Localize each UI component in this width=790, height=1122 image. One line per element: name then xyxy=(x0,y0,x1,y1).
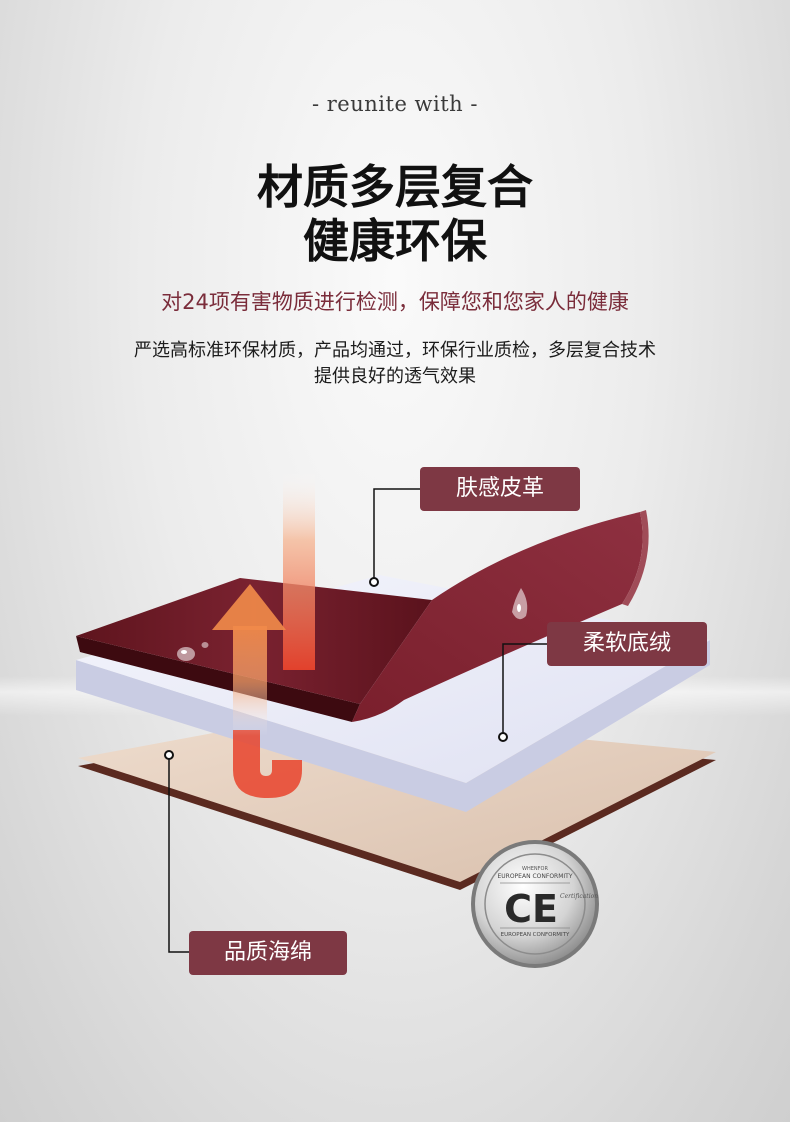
highlight-text: 对24项有害物质进行检测，保障您和您家人的健康 xyxy=(161,290,629,314)
leather-label: 肤感皮革 xyxy=(420,467,580,511)
description-line-1: 严选高标准环保材质，产品均通过，环保行业质检，多层复合技术 xyxy=(134,340,656,361)
english-subtitle: - reunite with - xyxy=(312,92,478,116)
ce-badge-icon: WHENFOR EUROPEAN CONFORMITY CE Certifica… xyxy=(471,840,599,968)
water-drop-icon xyxy=(177,642,209,661)
ce-bottom-text: EUROPEAN CONFORMITY xyxy=(501,932,570,938)
ce-top-text-2: EUROPEAN CONFORMITY xyxy=(497,873,572,880)
description: 严选高标准环保材质，产品均通过，环保行业质检，多层复合技术 提供良好的透气效果 xyxy=(60,338,730,390)
ce-mark: CE xyxy=(504,887,558,931)
ce-top-text-1: WHENFOR xyxy=(522,866,548,872)
velvet-label: 柔软底绒 xyxy=(547,622,707,666)
title-line-1: 材质多层复合 xyxy=(257,160,533,214)
leather-leader-line xyxy=(369,488,420,587)
description-line-2: 提供良好的透气效果 xyxy=(314,366,476,387)
velvet-leader-line xyxy=(498,643,547,742)
title-line-2: 健康环保 xyxy=(303,214,487,268)
water-drop-icon xyxy=(512,588,528,620)
heat-arrow-icon xyxy=(233,470,315,798)
sponge-leader-line xyxy=(164,750,189,953)
ce-side-text: Certification xyxy=(560,893,598,900)
page-title: 材质多层复合 健康环保 xyxy=(0,160,790,268)
airflow-arrow-icon xyxy=(212,584,286,736)
sponge-label: 品质海绵 xyxy=(189,931,347,975)
